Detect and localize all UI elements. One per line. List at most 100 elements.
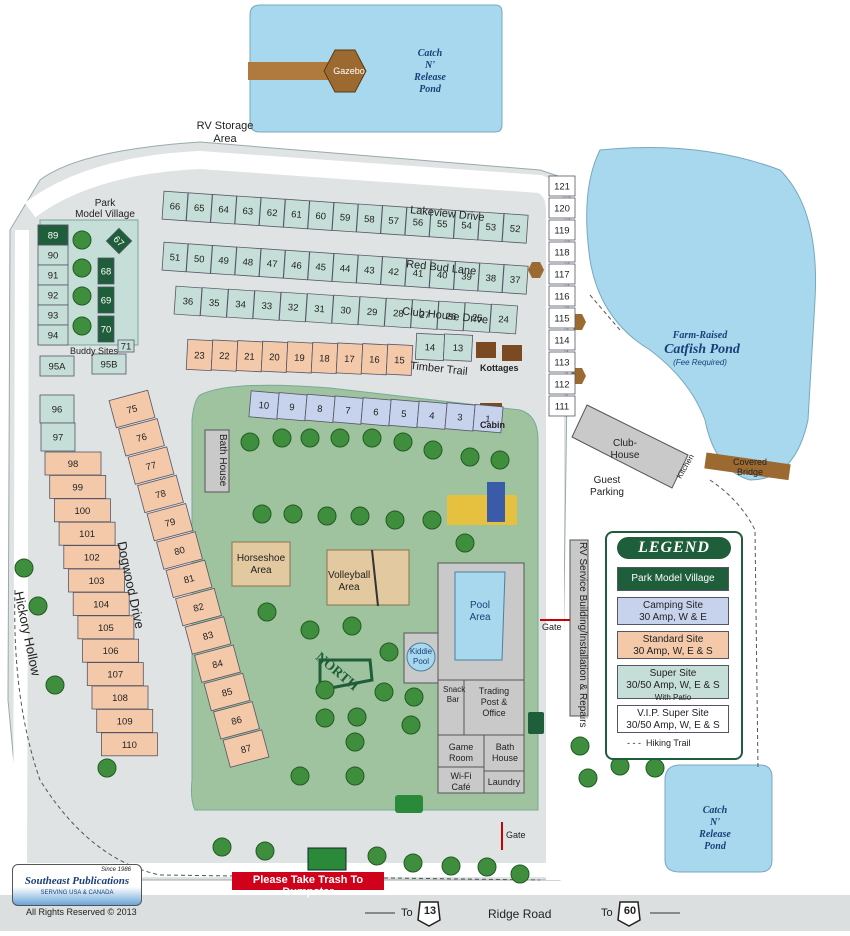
site-51: 51 (161, 241, 189, 273)
trading-post-label: Trading Post & Office (478, 686, 510, 718)
left-bath-house (204, 429, 230, 493)
site-4: 4 (416, 400, 448, 430)
svg-text:26: 26 (445, 311, 456, 323)
snack-bar-label: Snack Bar (443, 685, 466, 704)
guest-parking-label: Guest Parking (590, 475, 624, 498)
catfish-line2: Catfish Pond (664, 342, 740, 357)
site-28: 28 (384, 297, 413, 329)
svg-text:20: 20 (269, 352, 280, 364)
site-107: 107 (86, 662, 144, 686)
svg-text:113: 113 (554, 358, 569, 369)
tree-icon (350, 506, 370, 526)
bottom-pond-name: Catch N' Release Pond (699, 805, 731, 852)
svg-text:121: 121 (554, 182, 570, 193)
svg-text:47: 47 (266, 259, 277, 271)
site-19: 19 (285, 341, 314, 374)
site-55: 55 (428, 208, 456, 239)
svg-text:115: 115 (554, 314, 569, 325)
site-5: 5 (388, 398, 420, 429)
svg-text:8: 8 (317, 404, 323, 415)
svg-text:37: 37 (509, 275, 520, 287)
to-13-label: To (401, 907, 413, 919)
svg-text:97: 97 (53, 433, 64, 444)
tree-icon (317, 506, 337, 526)
logo-since: Since 1986 (101, 867, 132, 873)
hiking-trail (14, 294, 759, 881)
site-52: 52 (501, 213, 529, 244)
svg-text:95B: 95B (101, 360, 118, 371)
svg-text:33: 33 (261, 301, 272, 313)
legend-super-text: Super Site 30/50 Amp, W, E & S (626, 668, 720, 691)
to-60-label: To (601, 907, 613, 919)
svg-text:5: 5 (401, 409, 407, 420)
svg-text:21: 21 (244, 351, 255, 363)
laundry-label: Laundry (487, 777, 521, 787)
park-model-village-label: Park Model Village (75, 198, 135, 220)
site-20: 20 (260, 340, 289, 373)
tree-icon (240, 432, 260, 452)
svg-text:13: 13 (452, 343, 463, 355)
svg-text:57: 57 (388, 216, 399, 228)
gate-south-label: Gate (506, 830, 526, 840)
site-34: 34 (226, 288, 255, 320)
svg-text:6: 6 (373, 407, 379, 418)
site-92: 92 (37, 284, 69, 306)
legend-park-model: Park Model Village (617, 567, 729, 591)
svg-text:16: 16 (369, 354, 380, 366)
site-96: 96 (39, 394, 75, 424)
logo-name: Southeast Publications (24, 875, 130, 887)
site-106: 106 (82, 638, 139, 663)
svg-text:70: 70 (101, 325, 112, 336)
svg-text:94: 94 (48, 331, 59, 342)
site-99: 99 (49, 474, 107, 499)
site-42: 42 (380, 256, 408, 287)
site-87: 87 (222, 729, 270, 768)
site-61: 61 (283, 198, 310, 230)
legend-standard-text: Standard Site 30 Amp, W, E & S (633, 634, 713, 657)
svg-text:22: 22 (219, 351, 230, 363)
svg-text:76: 76 (135, 432, 148, 445)
site-121: 121 (548, 175, 576, 197)
tree-icon (401, 715, 421, 735)
volleyball-label: Volleyball Area (328, 570, 371, 593)
svg-text:14: 14 (424, 342, 435, 354)
site-59: 59 (331, 201, 359, 233)
tree-icon (347, 707, 367, 727)
svg-text:71: 71 (121, 342, 132, 353)
site-10: 10 (248, 390, 280, 420)
svg-text:80: 80 (173, 545, 186, 558)
svg-text:9: 9 (289, 402, 295, 413)
tree-icon (345, 732, 365, 752)
svg-text:31: 31 (314, 304, 325, 316)
tree-icon (212, 837, 232, 857)
tree-icon (28, 596, 48, 616)
svg-text:68: 68 (101, 267, 112, 278)
svg-text:25: 25 (472, 313, 483, 325)
rv-storage-label: RV Storage Area (196, 120, 254, 145)
site-49: 49 (210, 244, 237, 276)
kottage-2 (502, 345, 522, 361)
svg-text:92: 92 (48, 291, 59, 302)
site-66: 66 (161, 190, 189, 222)
tree-icon (422, 510, 442, 530)
top-pond-water (249, 4, 503, 133)
site-105: 105 (77, 615, 135, 640)
tree-icon (257, 602, 277, 622)
kiddie-pool-label: Kiddie Pool (409, 647, 433, 666)
tree-icon (393, 432, 413, 452)
north-compass (318, 658, 374, 692)
tree-icon (404, 687, 424, 707)
rv-service-label: RV Service Building/Installation & Repai… (577, 542, 588, 728)
svg-text:19: 19 (294, 353, 305, 365)
kottages-label: Kottages (480, 363, 519, 373)
svg-text:65: 65 (194, 203, 205, 215)
site-69: 69 (97, 286, 115, 314)
site-90: 90 (37, 244, 69, 266)
tree-icon (460, 447, 480, 467)
bath-house-label: Bath House (491, 742, 518, 763)
tree-icon (385, 510, 405, 530)
svg-text:79: 79 (164, 516, 177, 529)
site-23: 23 (185, 338, 214, 372)
site-18: 18 (310, 341, 339, 375)
svg-text:82: 82 (192, 601, 205, 614)
